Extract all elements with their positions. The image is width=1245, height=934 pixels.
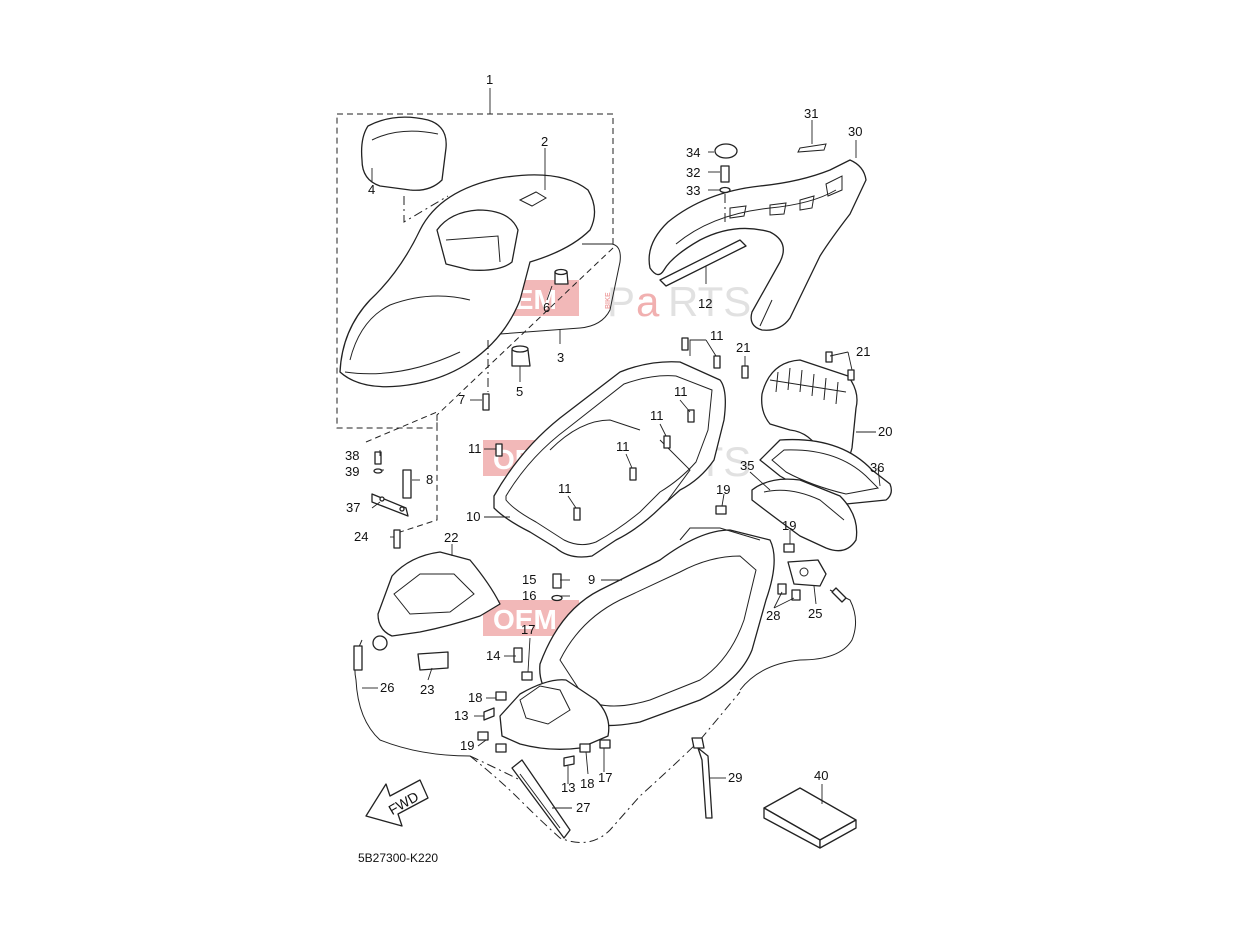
callout-21a: 21: [736, 340, 750, 355]
seat-lock: [739, 559, 856, 691]
callout-37: 37: [346, 500, 360, 515]
callout-11f: 11: [558, 481, 572, 496]
callout-24: 24: [354, 529, 368, 544]
callout-11b: 11: [674, 384, 688, 399]
seat-assembly: [336, 113, 621, 429]
seat-lock-cable: [353, 635, 521, 781]
callout-17b: 17: [598, 770, 612, 785]
callout-1: 1: [486, 72, 493, 87]
watermark-bike-text: BIKE: [605, 292, 612, 309]
watermark-p-text: P: [607, 278, 635, 325]
callout-32: 32: [686, 165, 700, 180]
callout-19b: 19: [782, 518, 796, 533]
callout-40: 40: [814, 768, 828, 783]
callout-2: 2: [541, 134, 548, 149]
callout-29: 29: [728, 770, 742, 785]
callout-11e: 11: [616, 439, 630, 454]
callout-17a: 17: [521, 622, 535, 637]
callout-6: 6: [543, 300, 550, 315]
bracket-group: [365, 411, 438, 549]
callout-14: 14: [486, 648, 500, 663]
callout-11d: 11: [468, 441, 482, 456]
callout-36: 36: [870, 460, 884, 475]
inner-panel: [377, 551, 501, 671]
callout-11c: 11: [650, 408, 664, 423]
callout-30: 30: [848, 124, 862, 139]
callout-16: 16: [522, 588, 536, 603]
callout-15: 15: [522, 572, 536, 587]
callout-20: 20: [878, 424, 892, 439]
callouts: 1 2 3 4 5 6 7 8 9 10 11 11 11 11 11 11 1…: [345, 72, 892, 815]
watermark-rts-text: RTS: [668, 278, 751, 325]
storage-box: [499, 527, 775, 750]
guide-plate: [511, 759, 571, 839]
callout-21b: 21: [856, 344, 870, 359]
callout-5: 5: [516, 384, 523, 399]
callout-19c: 19: [460, 738, 474, 753]
callout-35: 35: [740, 458, 754, 473]
callout-12: 12: [698, 296, 712, 311]
diagram-code: 5B27300-K220: [358, 851, 438, 865]
callout-38: 38: [345, 448, 359, 463]
callout-31: 31: [804, 106, 818, 121]
callout-4: 4: [368, 182, 375, 197]
callout-25: 25: [808, 606, 822, 621]
callout-18a: 18: [468, 690, 482, 705]
hardware: [477, 337, 855, 767]
callout-7: 7: [458, 392, 465, 407]
gasket-and-cover: [751, 438, 892, 552]
callout-13a: 13: [454, 708, 468, 723]
callout-8: 8: [426, 472, 433, 487]
callout-22: 22: [444, 530, 458, 545]
callout-27: 27: [576, 800, 590, 815]
callout-23: 23: [420, 682, 434, 697]
callout-3: 3: [557, 350, 564, 365]
watermark-top: OEM BIKE P a RTS: [483, 278, 751, 325]
watermark-a-text: a: [636, 278, 660, 325]
callout-39: 39: [345, 464, 359, 479]
callout-11a: 11: [710, 328, 724, 343]
leader-lines: [362, 88, 881, 809]
cable-tie: [691, 737, 713, 819]
callout-10: 10: [466, 509, 480, 524]
callout-34: 34: [686, 145, 700, 160]
callout-28: 28: [766, 608, 780, 623]
rear-carrier: [648, 143, 867, 331]
callout-19a: 19: [716, 482, 730, 497]
callout-26: 26: [380, 680, 394, 695]
lower-tray-cover: [493, 361, 726, 558]
callout-18b: 18: [580, 776, 594, 791]
fwd-arrow: FWD: [365, 779, 429, 827]
callout-9: 9: [588, 572, 595, 587]
owners-manual: [763, 787, 857, 849]
svg-text:OEM: OEM: [493, 604, 557, 635]
callout-33: 33: [686, 183, 700, 198]
callout-13b: 13: [561, 780, 575, 795]
